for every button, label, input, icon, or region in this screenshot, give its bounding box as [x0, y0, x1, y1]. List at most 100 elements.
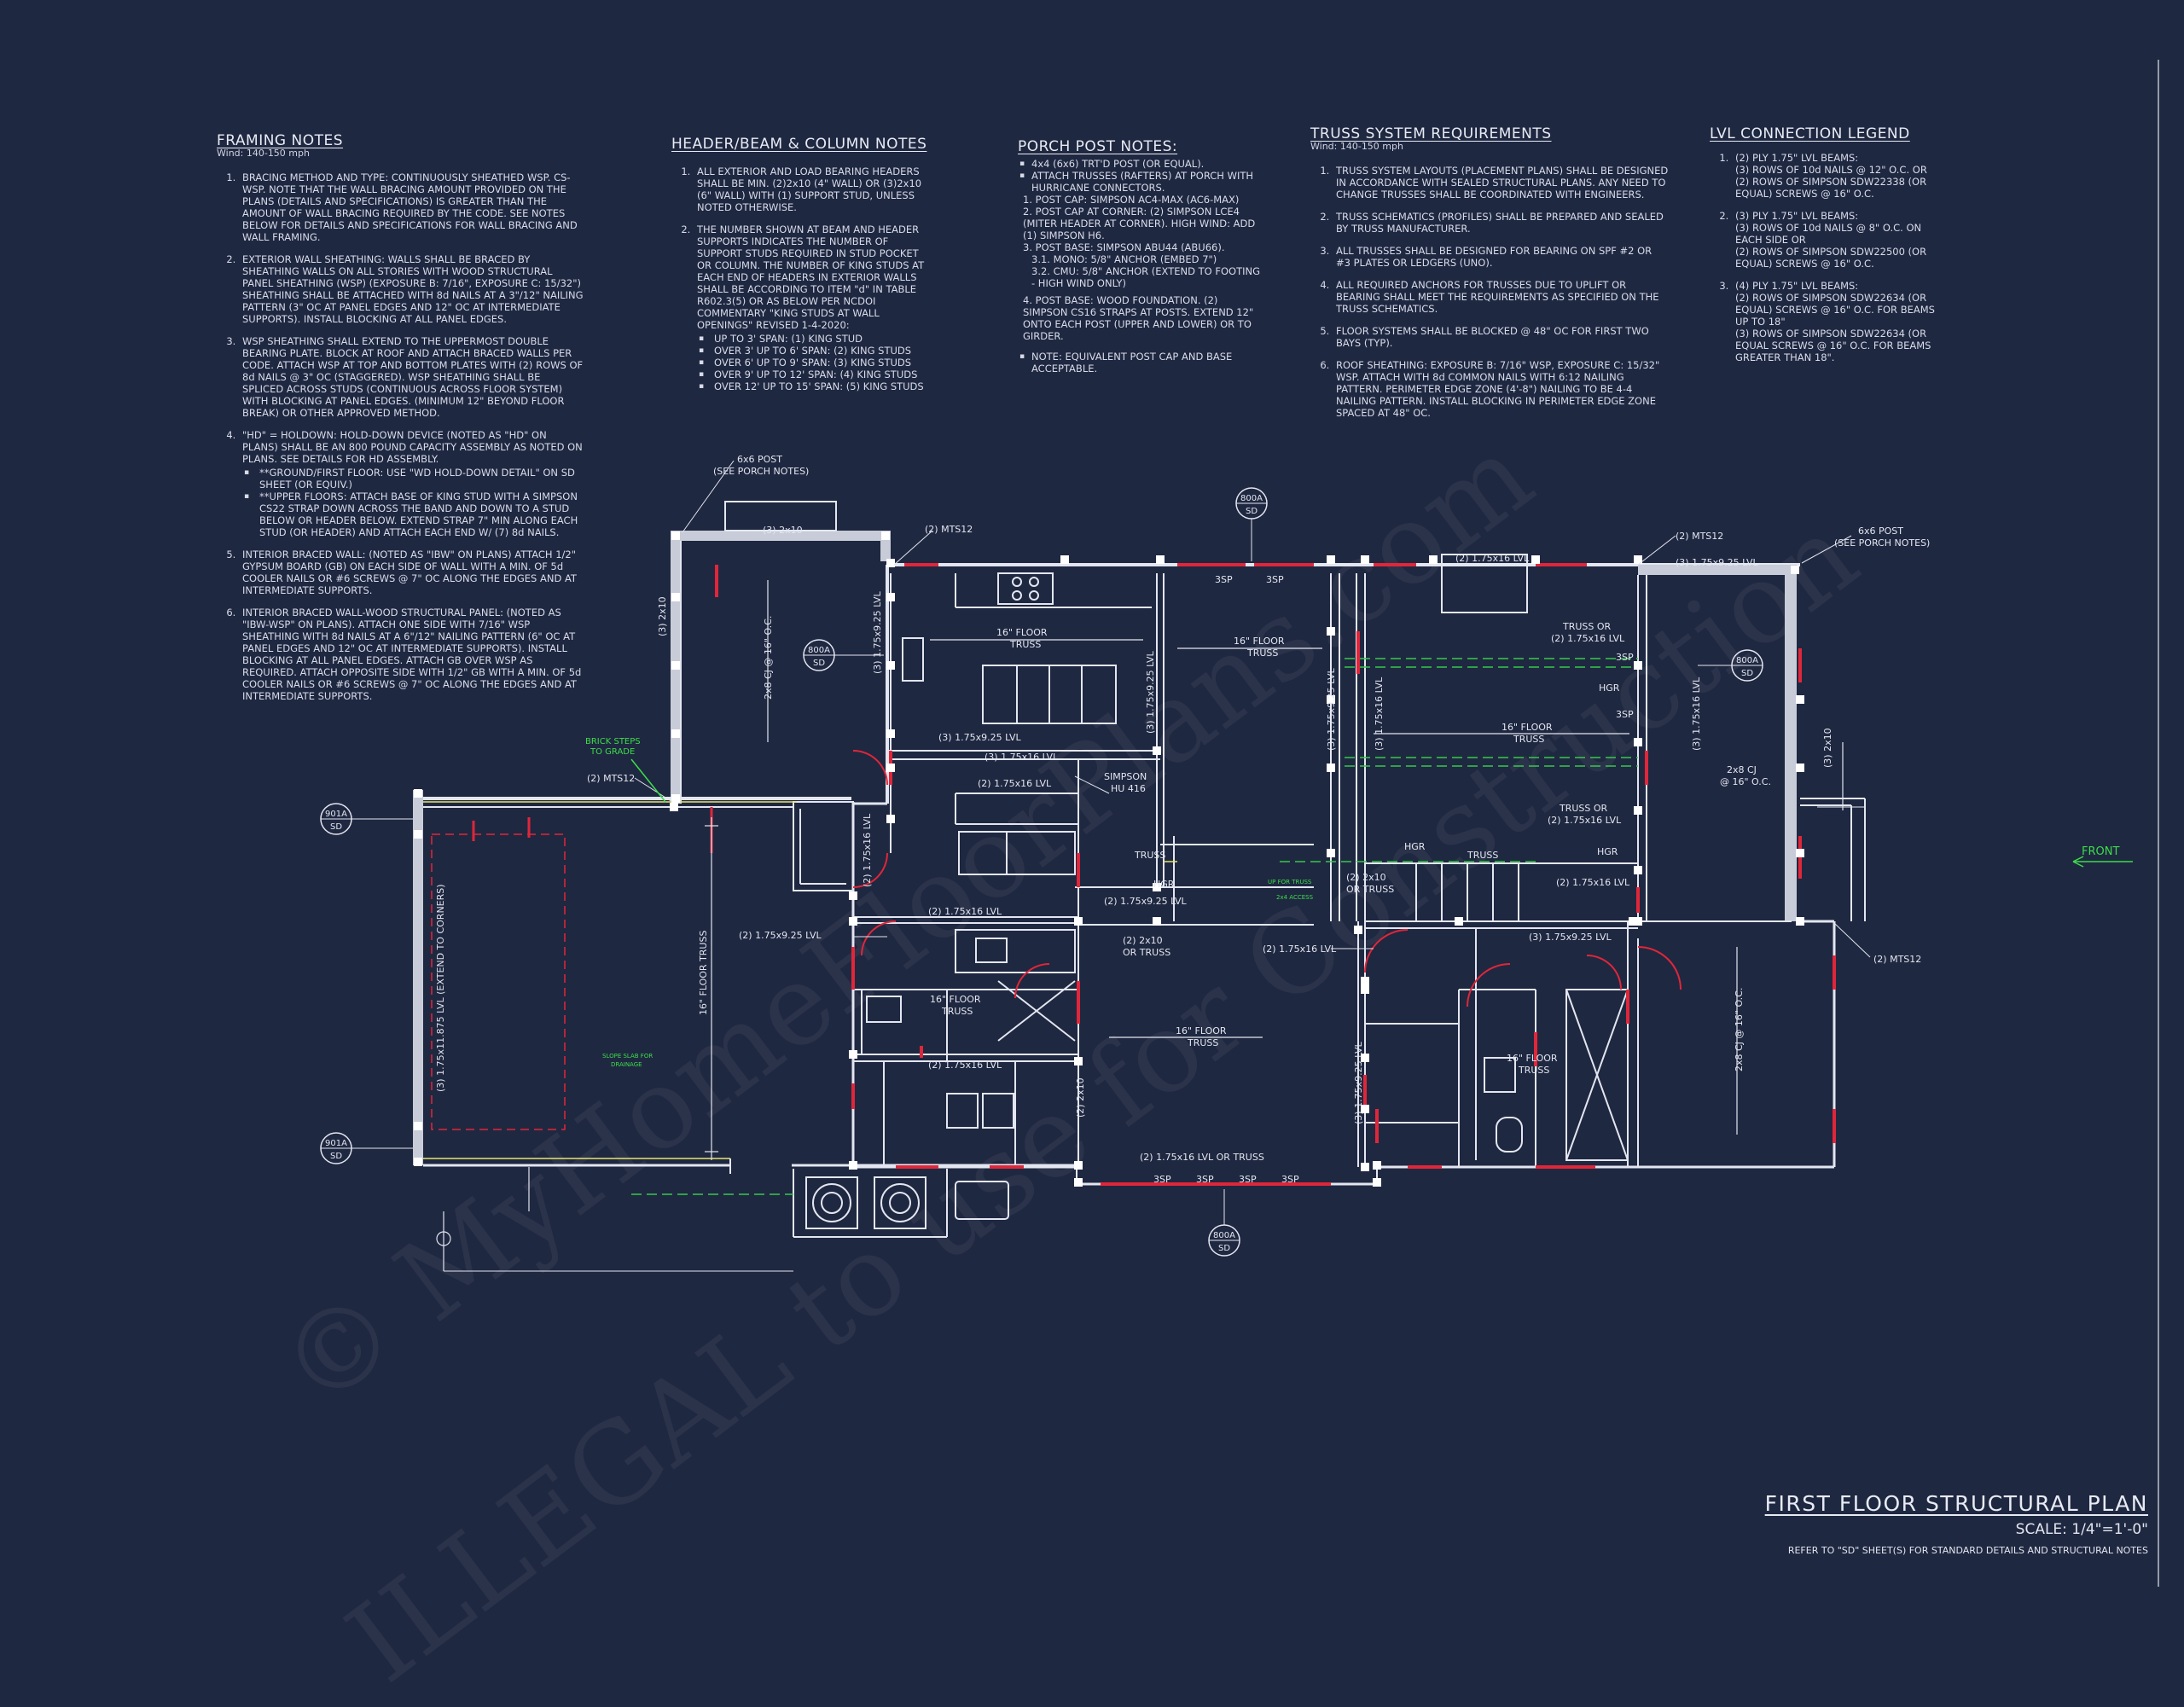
front-arrow-icon — [2072, 856, 2133, 868]
label-lvl-v: (2) 1.75x16 LVL — [862, 813, 873, 887]
post-square — [1634, 661, 1642, 670]
label-lvl: (3) 1.75x9.25 LVL — [938, 732, 1022, 743]
post-square — [1429, 555, 1438, 564]
label-lvl: (2) 1.75x16 LVL — [928, 1060, 1002, 1071]
label-garage-truss: 16" FLOOR TRUSS — [698, 931, 709, 1015]
post-square — [1796, 849, 1804, 857]
label-lvl-v: (3) 1.75x9.25 LVL — [872, 590, 883, 674]
section-marker-800a-left — [803, 639, 884, 671]
porch-note: 3.2. CMU: 5/8" ANCHOR (EXTEND TO FOOTING… — [1031, 265, 1261, 289]
truss-note: TRUSS SCHEMATICS (PROFILES) SHALL BE PRE… — [1333, 211, 1669, 235]
label-mts12: (2) MTS12 — [925, 524, 973, 535]
post-square — [1361, 1105, 1369, 1113]
post-square — [1796, 764, 1804, 772]
label-truss-or: TRUSS OR — [1559, 803, 1608, 814]
label-lvl: (2) 1.75x16 LVL — [1556, 877, 1630, 888]
label-lvl-v: (3) 1.75x9.25 LVL — [1145, 650, 1156, 734]
section-800a-label: 800A — [1736, 656, 1758, 665]
framing-note: "HD" = HOLDOWN: HOLD-DOWN DEVICE (NOTED … — [239, 429, 584, 538]
label-2x8-cj-oc: @ 16" O.C. — [1720, 776, 1771, 787]
post-square — [849, 917, 857, 926]
label-3sp: 3SP — [1266, 574, 1284, 585]
label-floor-truss: 16" FLOOR — [1507, 1053, 1558, 1064]
sheet-scale: SCALE: 1/4"=1'-0" — [2015, 1521, 2148, 1538]
posts — [414, 531, 1804, 1187]
post-square — [886, 661, 895, 670]
framing-note: WSP SHEATHING SHALL EXTEND TO THE UPPERM… — [239, 335, 584, 419]
label-truss: TRUSS — [1467, 850, 1498, 861]
framing-note: BRACING METHOD AND TYPE: CONTINUOUSLY SH… — [239, 171, 584, 243]
post-square — [671, 531, 680, 540]
label-lvl-v: (3) 1.75x9.25 LVL — [1353, 1041, 1364, 1124]
porch-note: 4x4 (6x6) TRT'D POST (OR EQUAL). — [1019, 158, 1265, 170]
porch-note: 1. POST CAP: SIMPSON AC4-MAX (AC6-MAX) — [1023, 194, 1240, 206]
label-2-2x10: (2) 2x10 — [1123, 935, 1163, 946]
label-3sp: 3SP — [1616, 652, 1634, 663]
header-note: ALL EXTERIOR AND LOAD BEARING HEADERS SH… — [694, 165, 936, 213]
section-sd-label: SD — [813, 659, 825, 668]
post-square — [1531, 555, 1540, 564]
post-square — [1455, 917, 1463, 926]
title-block: FIRST FLOOR STRUCTURAL PLAN SCALE: 1/4"=… — [1765, 1491, 2148, 1556]
sheet-title: FIRST FLOOR STRUCTURAL PLAN — [1764, 1491, 2148, 1516]
post-square — [414, 830, 422, 839]
label-front: FRONT — [2082, 845, 2119, 858]
porch-note: ATTACH TRUSSES (RAFTERS) AT PORCH WITH H… — [1019, 170, 1265, 194]
post-square — [1327, 627, 1335, 636]
span-rule: OVER 6' UP TO 9' SPAN: (3) KING STUDS — [699, 357, 936, 369]
label-slope-slab: SLOPE SLAB FOR — [602, 1053, 653, 1060]
post-square — [1153, 883, 1161, 891]
post-square — [1634, 806, 1642, 815]
porch-note: 3.1. MONO: 5/8" ANCHOR (EMBED 7") — [1031, 253, 1217, 265]
section-sd-label: SD — [330, 1152, 342, 1161]
post-square — [849, 891, 857, 900]
left-porch — [671, 501, 891, 804]
post-square — [414, 1158, 422, 1166]
lvl-legend-item: (3) PLY 1.75" LVL BEAMS: (3) ROWS OF 10d… — [1732, 210, 1940, 270]
post-square — [1791, 566, 1799, 574]
label-floor-truss: 16" FLOOR — [996, 627, 1048, 638]
section-marker-901a-top — [320, 803, 413, 835]
label-truss: TRUSS — [1134, 850, 1165, 861]
label-truss: TRUSS — [941, 1006, 973, 1017]
label-2-2x10: (2) 2x10 — [1075, 1077, 1086, 1118]
slab-edge — [423, 801, 1177, 862]
post-square — [1074, 1161, 1083, 1170]
dimension-lines — [767, 580, 1844, 1135]
lvl-legend-title: LVL CONNECTION LEGEND — [1710, 125, 1910, 142]
post-square — [1361, 555, 1369, 564]
section-sd-label: SD — [1741, 669, 1753, 678]
header-notes-title: HEADER/BEAM & COLUMN NOTES — [671, 136, 927, 153]
label-post-left-sub: (SEE PORCH NOTES) — [713, 466, 809, 477]
framing-notes: FRAMING NOTES Wind: 140-150 mph BRACING … — [217, 134, 584, 712]
post-square — [1361, 1054, 1369, 1062]
mechanical-area — [792, 1164, 1075, 1238]
post-square — [1634, 866, 1642, 874]
truss-notes-wind: Wind: 140-150 mph — [1310, 141, 1403, 152]
label-lvl: (2) 1.75x16 LVL — [1551, 633, 1625, 644]
post-square — [849, 1050, 857, 1059]
post-square — [886, 729, 895, 738]
porch-note: NOTE: EQUIVALENT POST CAP AND BASE ACCEP… — [1019, 351, 1265, 374]
label-post-right-sub: (SEE PORCH NOTES) — [1834, 537, 1930, 549]
label-3sp: 3SP — [1215, 574, 1233, 585]
section-sd-label: SD — [1218, 1244, 1230, 1253]
label-brick-steps: BRICK STEPS — [585, 737, 641, 746]
label-lvl-v: (3) 1.75x16 LVL — [1374, 676, 1385, 751]
interior-walls — [852, 554, 1792, 1167]
garage — [413, 790, 854, 1272]
truss-note: FLOOR SYSTEMS SHALL BE BLOCKED @ 48" OC … — [1333, 325, 1669, 349]
label-hgr: HGR — [1599, 682, 1620, 694]
truss-note: ALL REQUIRED ANCHORS FOR TRUSSES DUE TO … — [1333, 279, 1669, 315]
framing-note-text: "HD" = HOLDOWN: HOLD-DOWN DEVICE (NOTED … — [242, 429, 583, 465]
label-lvl-or-truss: (2) 1.75x16 LVL OR TRUSS — [1140, 1152, 1264, 1163]
header-note: THE NUMBER SHOWN AT BEAM AND HEADER SUPP… — [694, 224, 936, 392]
post-square — [671, 729, 680, 738]
post-square — [1361, 977, 1369, 985]
post-square — [1060, 555, 1069, 564]
section-marker-800a-top — [1235, 487, 1268, 561]
section-marker-800a-right — [1698, 649, 1763, 682]
span-rule: UP TO 3' SPAN: (1) KING STUD — [699, 333, 936, 345]
post-square — [1153, 917, 1161, 926]
porch-notes-title: PORCH POST NOTES: — [1018, 138, 1178, 155]
